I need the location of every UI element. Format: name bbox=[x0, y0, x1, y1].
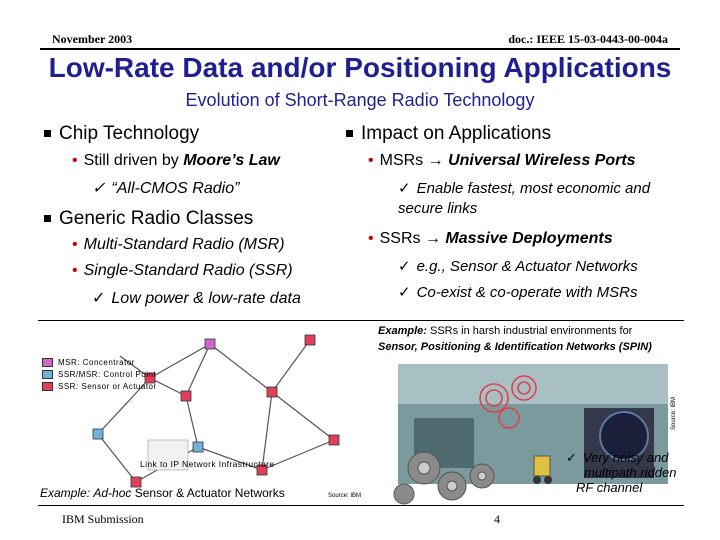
check-icon: ✓ bbox=[398, 180, 411, 197]
square-bullet-icon bbox=[44, 215, 51, 223]
concentrator-node bbox=[204, 338, 216, 350]
link-ip-label: Link to IP Network Infrastructure bbox=[140, 459, 275, 469]
adhoc-network-diagram bbox=[92, 334, 340, 488]
infrastructure-box bbox=[147, 439, 189, 471]
check-icon: ✓ bbox=[566, 450, 577, 465]
header-doc-id: doc.: IEEE 15-03-0443-00-004a bbox=[508, 32, 668, 46]
moores-law-bullet: •Still driven by Moore’s Law bbox=[72, 152, 280, 169]
sensor-node bbox=[144, 372, 156, 384]
control-point-node bbox=[92, 428, 104, 440]
ssr-check-2: ✓Co-exist & co-operate with MSRs bbox=[398, 284, 638, 301]
concentrator-swatch-icon bbox=[42, 358, 53, 368]
square-bullet-icon bbox=[44, 130, 51, 138]
adhoc-example-caption: Example: Ad-hoc Sensor & Actuator Networ… bbox=[40, 486, 285, 500]
dot-bullet-icon: • bbox=[72, 236, 78, 253]
header-date: November 2003 bbox=[52, 32, 133, 46]
arrow-right-icon: → bbox=[424, 230, 446, 247]
sensor-node bbox=[256, 464, 268, 476]
footer-rule bbox=[38, 505, 684, 506]
sensor-node bbox=[328, 434, 340, 446]
sensor-node bbox=[266, 386, 278, 398]
check-icon: ✓ bbox=[92, 290, 106, 307]
dot-bullet-icon: • bbox=[72, 152, 78, 169]
legend-concentrator: MSR: Concentrator bbox=[42, 358, 135, 368]
arrow-right-icon: → bbox=[427, 152, 449, 169]
network-nodes bbox=[92, 334, 340, 488]
ssr-check-1: ✓e.g., Sensor & Actuator Networks bbox=[398, 258, 638, 275]
msr-check: ✓Enable fastest, most economic and secur… bbox=[398, 180, 651, 217]
msrs-bullet: •MSRs → Universal Wireless Ports bbox=[368, 152, 636, 169]
slide-subtitle: Evolution of Short-Range Radio Technolog… bbox=[185, 90, 535, 110]
network-links bbox=[97, 339, 335, 483]
check-icon: ✓ bbox=[92, 180, 106, 197]
sensor-swatch-icon bbox=[42, 382, 53, 392]
control-point-node bbox=[192, 441, 204, 453]
footer-submission: IBM Submission bbox=[62, 512, 144, 526]
forklift-icon bbox=[533, 455, 552, 484]
check-icon: ✓ bbox=[398, 258, 411, 275]
impact-heading: Impact on Applications bbox=[346, 123, 551, 145]
header-rule bbox=[40, 48, 680, 50]
msr-bullet: •Multi-Standard Radio (MSR) bbox=[72, 236, 285, 253]
noisy-channel-note: ✓Very noisy and multipath ridden RF chan… bbox=[566, 450, 677, 495]
square-bullet-icon bbox=[346, 130, 353, 138]
industrial-photo-collage bbox=[384, 358, 682, 508]
sensor-node bbox=[130, 476, 142, 488]
chip-technology-heading: Chip Technology bbox=[44, 123, 199, 145]
source-left: Source: IBM bbox=[328, 493, 362, 499]
example-industrial-line1: Example: SSRs in harsh industrial enviro… bbox=[378, 325, 633, 337]
check-icon: ✓ bbox=[398, 284, 411, 301]
ssrs-bullet: •SSRs → Massive Deployments bbox=[368, 230, 613, 247]
legend-sensor: SSR: Sensor or Actuator bbox=[42, 382, 157, 392]
generic-radio-classes-heading: Generic Radio Classes bbox=[44, 208, 253, 230]
slide-title: Low-Rate Data and/or Positioning Applica… bbox=[48, 52, 672, 83]
example-industrial-line2: Sensor, Positioning & Identification Net… bbox=[378, 341, 652, 353]
dot-bullet-icon: • bbox=[72, 262, 78, 279]
control-point-swatch-icon bbox=[42, 370, 53, 380]
dot-bullet-icon: • bbox=[368, 152, 374, 169]
gears-icon bbox=[393, 451, 495, 505]
bottom-frame-top bbox=[38, 320, 684, 321]
legend-control-point: SSR/MSR: Control Point bbox=[42, 370, 156, 380]
dot-bullet-icon: • bbox=[368, 230, 374, 247]
radio-waves-icon bbox=[479, 375, 537, 429]
source-right: Source: IBM bbox=[671, 396, 677, 430]
sensor-node bbox=[304, 334, 316, 346]
low-power-check: ✓Low power & low-rate data bbox=[92, 290, 301, 307]
sensor-node bbox=[180, 390, 192, 402]
page-number: 4 bbox=[494, 512, 500, 526]
all-cmos-check: ✓“All-CMOS Radio” bbox=[92, 180, 240, 197]
ssr-bullet: •Single-Standard Radio (SSR) bbox=[72, 262, 293, 279]
worker-icon bbox=[599, 411, 649, 461]
